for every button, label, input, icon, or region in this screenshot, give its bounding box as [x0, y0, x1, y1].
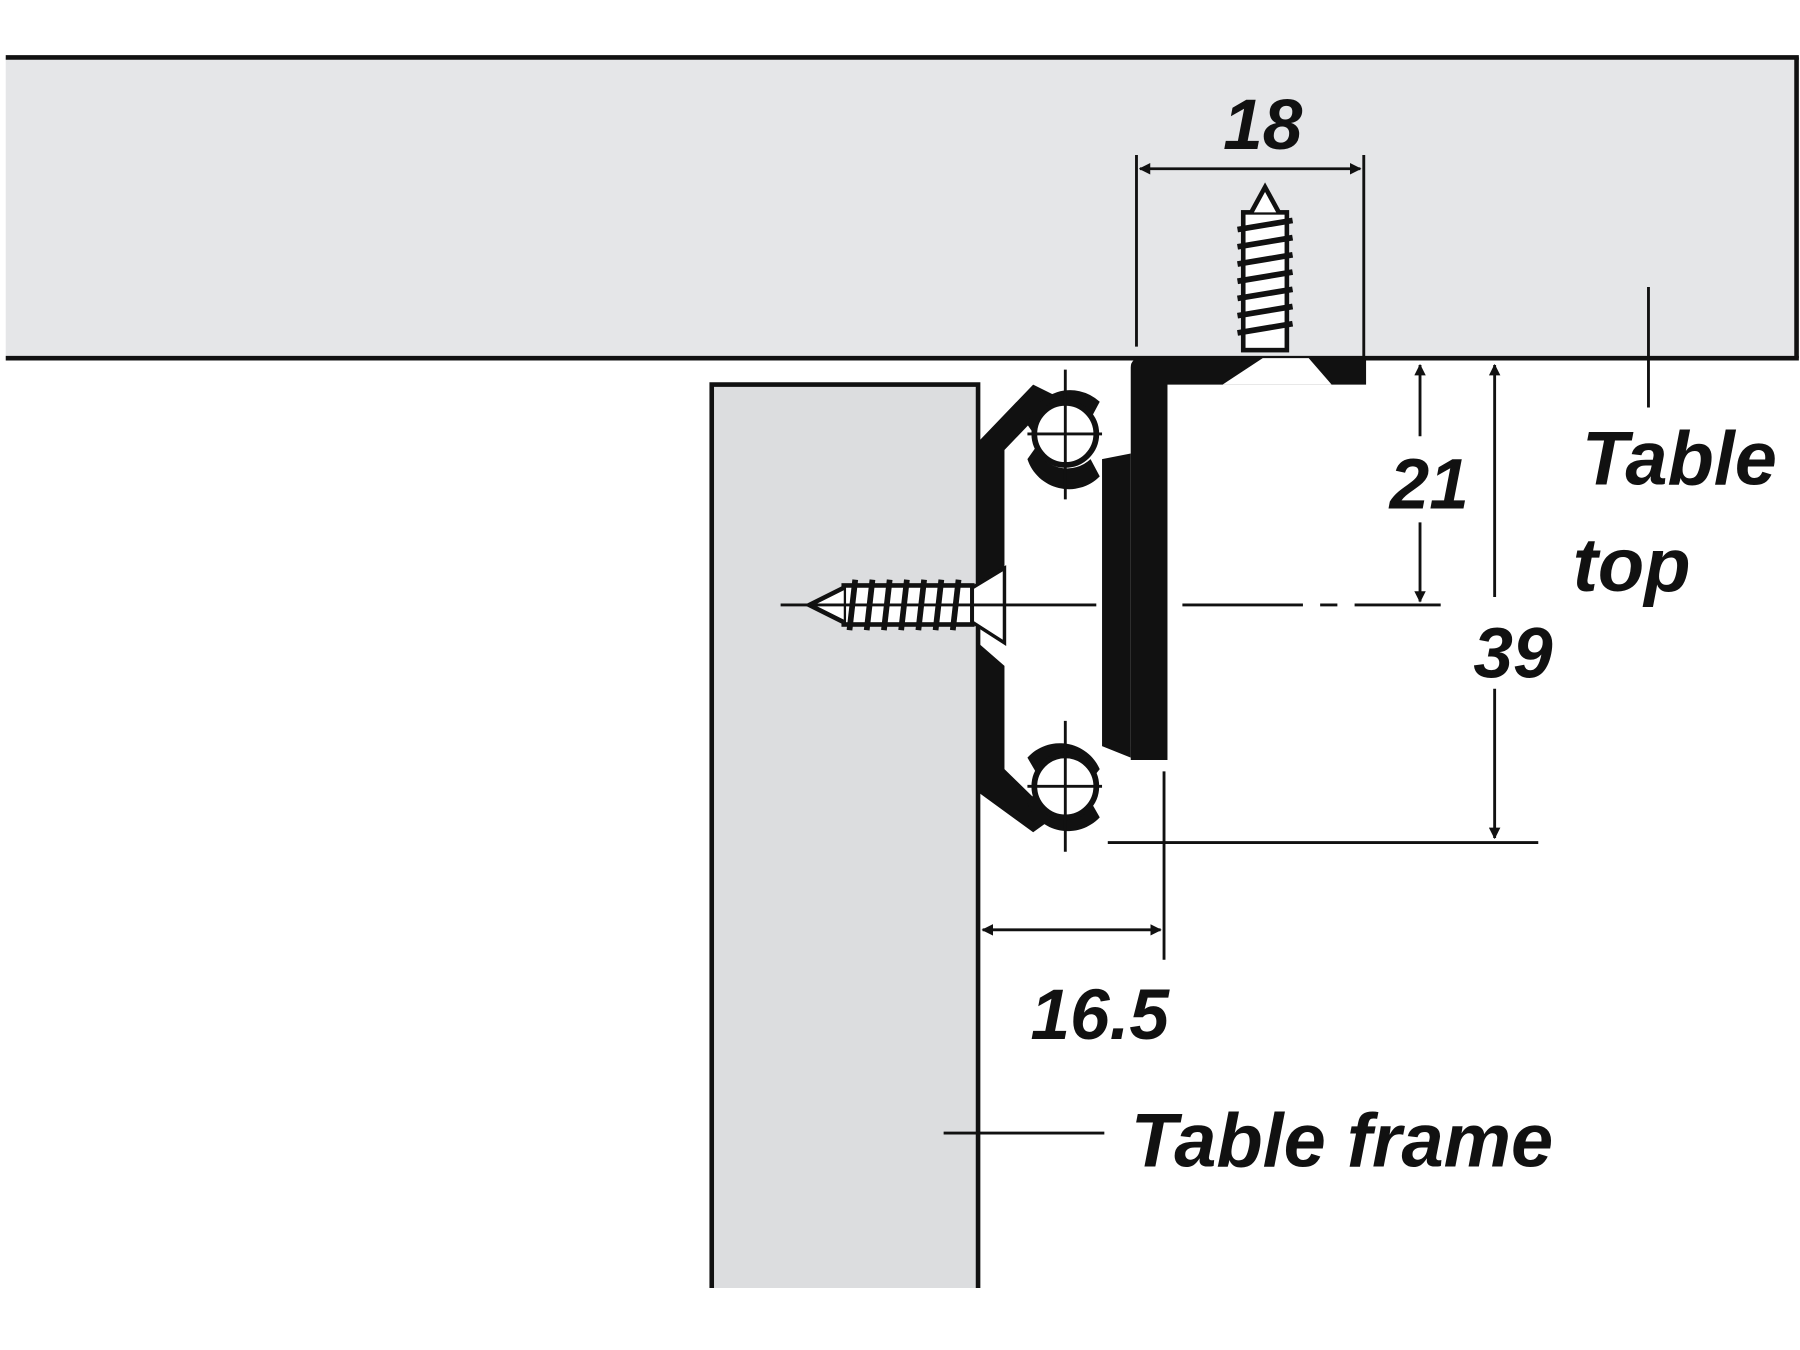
table-frame-label: Table frame	[1131, 1098, 1553, 1183]
vertical-screw-icon	[1237, 182, 1294, 353]
dimension-label-21: 21	[1388, 446, 1469, 525]
screw-hole-crosshairs	[1027, 369, 1103, 852]
dimension-label-18: 18	[1223, 86, 1303, 165]
table-top-callout: Table top	[1573, 286, 1777, 608]
dimension-label-39: 39	[1473, 614, 1553, 693]
table-frame	[709, 382, 981, 1289]
dimension-16-5: 16.5	[981, 771, 1170, 1055]
table-top-label-line1: Table	[1582, 416, 1777, 501]
dimension-18: 18	[1135, 86, 1366, 359]
dimension-39: 39	[1107, 363, 1553, 845]
table-top	[5, 55, 1799, 361]
dimension-label-16-5: 16.5	[1030, 976, 1170, 1055]
mounting-bracket	[978, 358, 1367, 833]
table-top-label-line2: top	[1573, 523, 1691, 608]
dimension-21: 21	[1388, 363, 1469, 603]
table-frame-callout: Table frame	[943, 1098, 1553, 1183]
